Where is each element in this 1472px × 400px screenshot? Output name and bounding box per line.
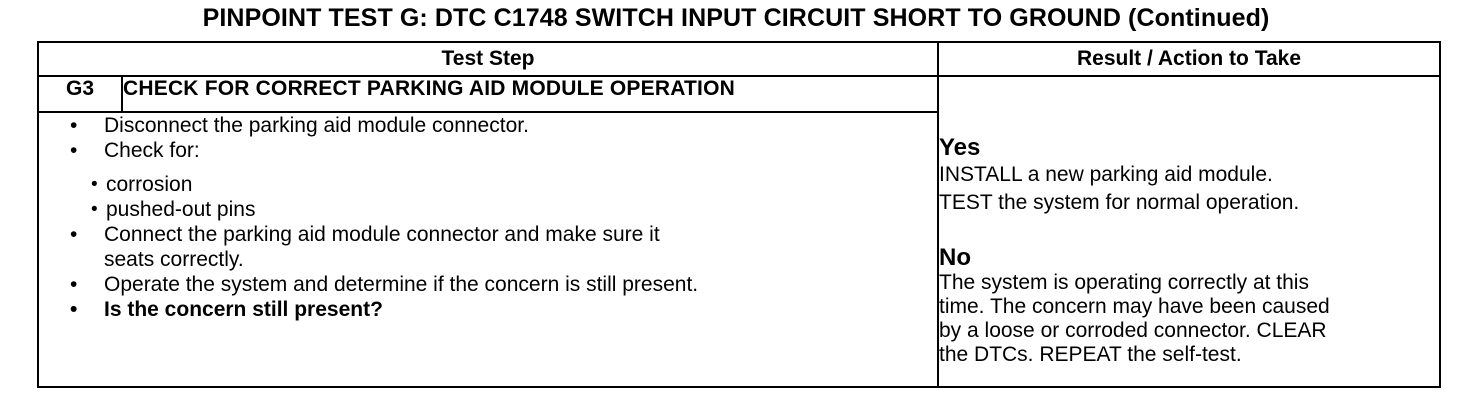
sub-checklist-item: • corrosion — [38, 172, 937, 197]
step-title: CHECK FOR CORRECT PARKING AID MODULE OPE… — [121, 75, 939, 113]
instruction-item: • Connect the parking aid module connect… — [54, 222, 937, 272]
instruction-text: Check for: — [104, 139, 200, 162]
instruction-item: • Operate the system and determine if th… — [54, 272, 937, 297]
result-yes-line: INSTALL a new parking aid module. — [939, 163, 1273, 186]
instruction-item: • Disconnect the parking aid module conn… — [54, 113, 937, 138]
header-test-step: Test Step — [37, 41, 939, 77]
instruction-text: Disconnect the parking aid module connec… — [104, 114, 529, 137]
instruction-text: Connect the parking aid module connector… — [104, 223, 660, 246]
sub-checklist-item: • pushed-out pins — [38, 197, 937, 222]
bullet-dot: • — [70, 139, 78, 162]
sub-bullet-dot: • — [91, 199, 98, 220]
instruction-text: seats correctly. — [104, 248, 244, 271]
instruction-question: • Is the concern still present? — [54, 297, 937, 322]
result-no-line: the DTCs. REPEAT the self-test. — [939, 343, 1242, 366]
bullet-dot: • — [70, 273, 78, 296]
header-row: Test Step Result / Action to Take — [37, 41, 1441, 77]
sub-checklist: • corrosion • pushed-out pins — [91, 172, 937, 222]
step-title-row: G3 CHECK FOR CORRECT PARKING AID MODULE … — [37, 75, 1441, 388]
step-id: G3 — [37, 75, 123, 113]
result-no-line: The system is operating correctly at thi… — [939, 271, 1309, 294]
step-instructions: • Disconnect the parking aid module conn… — [70, 111, 939, 388]
bullet-dot: • — [70, 298, 78, 321]
sub-checklist-text: pushed-out pins — [106, 198, 256, 221]
result-yes-label: Yes — [939, 134, 981, 161]
sub-bullet-dot: • — [91, 174, 98, 195]
pinpoint-test-table: Test Step Result / Action to Take G3 CHE… — [37, 41, 1441, 388]
bullet-dot: • — [70, 114, 78, 137]
result-cell: Yes INSTALL a new parking aid module. TE… — [937, 75, 1441, 388]
page-title: PINPOINT TEST G: DTC C1748 SWITCH INPUT … — [202, 4, 1270, 32]
result-no-line: time. The concern may have been caused — [939, 295, 1330, 318]
step-body-spacer — [37, 111, 122, 388]
step-body-row: • Disconnect the parking aid module conn… — [37, 111, 1440, 388]
result-no-line: by a loose or corroded connector. CLEAR — [939, 319, 1327, 342]
result-yes-line: TEST the system for normal operation. — [939, 191, 1300, 214]
bullet-dot: • — [70, 223, 78, 246]
result-no-label: No — [939, 244, 971, 271]
instruction-question-text: Is the concern still present? — [104, 298, 383, 321]
header-result-action: Result / Action to Take — [937, 41, 1441, 77]
instruction-item: • Check for: — [54, 138, 937, 163]
sub-checklist-text: corrosion — [106, 173, 193, 196]
instruction-text: Operate the system and determine if the … — [104, 273, 699, 296]
